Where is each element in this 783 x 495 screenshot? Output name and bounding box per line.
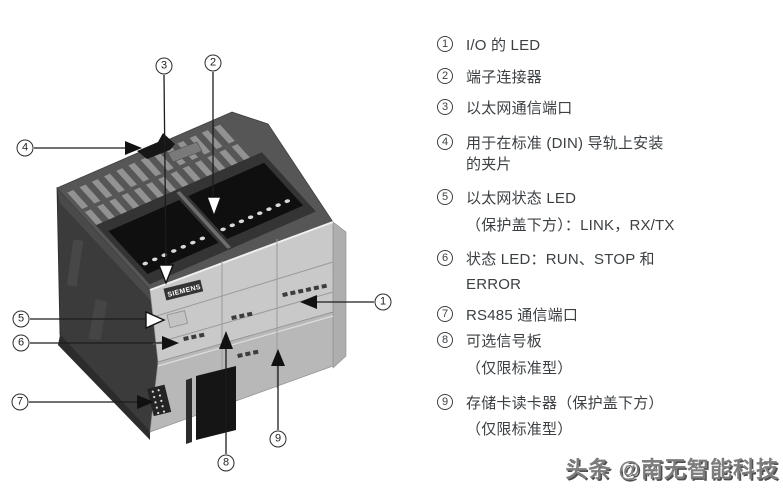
legend-item-6-line-2: ERROR (466, 275, 522, 293)
io-led-row-top (282, 283, 328, 297)
legend-number-7: 7 (437, 306, 453, 322)
legend-text-6: 状态 LED：RUN、STOP 和 (466, 250, 655, 268)
legend-text-7: RS485 通信端口 (466, 306, 579, 324)
status-led-row (183, 332, 205, 341)
legend-item-9: 9 存储卡读卡器（保护盖下方） (437, 391, 664, 413)
solid-arrowheads (125, 141, 317, 409)
callout-5: 5 (12, 310, 30, 328)
legend-text-3: 以太网通信端口 (466, 99, 573, 117)
legend-item-8-line-2: （仅限标准型） (466, 359, 573, 377)
callout-4: 4 (16, 139, 34, 157)
legend-number-4: 4 (437, 134, 453, 150)
leader-lines (29, 72, 374, 454)
callout-6: 6 (12, 334, 30, 352)
legend-item-1: 1 I/O 的 LED (437, 33, 540, 55)
callout-3: 3 (155, 57, 173, 75)
legend-text-8: 可选信号板 (466, 332, 543, 350)
hollow-arrowheads (145, 196, 223, 330)
legend-item-7: 7 RS485 通信端口 (437, 303, 578, 325)
callout-1: 1 (374, 293, 392, 311)
legend-number-6: 6 (437, 250, 453, 266)
legend-number-2: 2 (437, 68, 453, 84)
legend-text-4: 用于在标准 (DIN) 导轨上安装 (466, 134, 664, 152)
legend-item-9-line-2: （仅限标准型） (466, 420, 573, 438)
din-rail-clip (137, 133, 203, 163)
mid-led-row (231, 311, 253, 320)
legend-text-9: 存储卡读卡器（保护盖下方） (466, 394, 664, 412)
lower-dash-row (237, 349, 259, 358)
plc-illustration: SIEMENS (29, 72, 374, 454)
legend-item-4: 4 用于在标准 (DIN) 导轨上安装 (437, 131, 664, 153)
terminal-connectors (95, 152, 316, 285)
callout-9: 9 (269, 430, 287, 448)
watermark-text: 头条 @南无智能科技 (565, 457, 779, 482)
legend-item-5: 5 以太网状态 LED (437, 186, 576, 208)
legend-item-8: 8 可选信号板 (437, 329, 542, 351)
legend-number-8: 8 (437, 332, 453, 348)
front-panel (149, 221, 334, 363)
legend-number-9: 9 (437, 394, 453, 410)
left-end-face (56, 186, 159, 440)
legend-text-5: 以太网状态 LED (466, 189, 577, 207)
callout-7: 7 (11, 393, 29, 411)
legend-item-2: 2 端子连接器 (437, 65, 542, 87)
callout-2: 2 (204, 54, 222, 72)
legend-item-6: 6 状态 LED：RUN、STOP 和 (437, 247, 655, 269)
callout-8: 8 (217, 454, 235, 472)
legend-text-2: 端子连接器 (466, 68, 543, 86)
legend-item-5-line-2: （保护盖下方）：LINK，RX/TX (466, 216, 675, 234)
legend-item-3: 3 以太网通信端口 (437, 96, 572, 118)
legend-item-4-line-2: 的夹片 (466, 155, 512, 173)
legend-number-1: 1 (437, 36, 453, 52)
right-end-cap (332, 221, 347, 369)
ethernet-led-cover (166, 310, 189, 329)
legend-number-3: 3 (437, 99, 453, 115)
legend-text-1: I/O 的 LED (466, 36, 541, 54)
rs485-port (147, 384, 172, 417)
legend-number-5: 5 (437, 189, 453, 205)
